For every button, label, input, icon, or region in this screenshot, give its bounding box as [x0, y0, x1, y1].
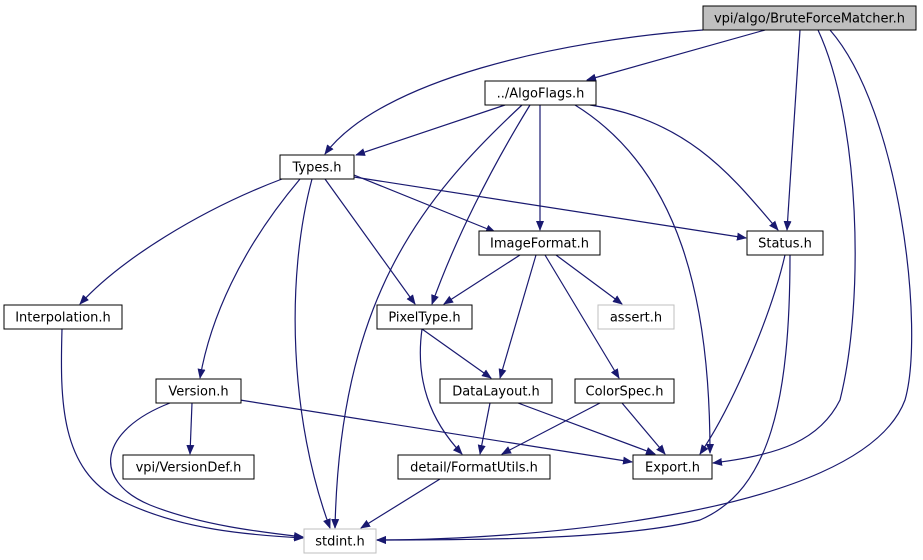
node-label-types: Types.h — [291, 161, 341, 176]
node-formatutils[interactable]: detail/FormatUtils.h — [397, 454, 551, 480]
edge-algoflags-pixeltype — [431, 104, 531, 305]
node-box-export — [632, 454, 713, 480]
edge-datalayout-export — [517, 402, 656, 455]
node-colorspec[interactable]: ColorSpec.h — [574, 378, 675, 404]
edge-types-pixeltype — [324, 178, 416, 305]
edge-imageformat-assert — [555, 254, 623, 305]
edge-version-versiondef — [186, 402, 195, 455]
edge-imageformat-pixeltype — [443, 254, 521, 305]
edge-imageformat-colorspec — [544, 254, 620, 379]
edge-pixeltype-datalayout — [421, 328, 492, 379]
node-algoflags[interactable]: ../AlgoFlags.h — [484, 80, 597, 106]
node-box-interpolation — [3, 304, 123, 330]
edge-imageformat-datalayout — [498, 254, 537, 379]
node-interpolation[interactable]: Interpolation.h — [3, 304, 123, 330]
edge-algoflags-stdint — [331, 104, 523, 529]
node-label-stdint: stdint.h — [315, 535, 364, 550]
edge-root-types — [324, 29, 704, 155]
edge-algoflags-export — [574, 104, 714, 454]
node-label-algoflags: ../AlgoFlags.h — [497, 87, 585, 102]
node-pixeltype[interactable]: PixelType.h — [376, 304, 473, 330]
edges-layer — [60, 29, 913, 544]
node-label-imageformat: ImageFormat.h — [490, 237, 589, 252]
edge-types-imageformat — [353, 174, 496, 233]
node-status[interactable]: Status.h — [746, 230, 824, 256]
edge-version-export — [239, 399, 633, 465]
node-imageformat[interactable]: ImageFormat.h — [478, 230, 601, 256]
node-assert: assert.h — [597, 304, 675, 330]
node-label-export: Export.h — [645, 461, 700, 476]
edge-pixeltype-formatutils — [419, 328, 463, 455]
edge-status-stdint — [376, 254, 791, 544]
edge-datalayout-formatutils — [477, 402, 491, 455]
node-box-imageformat — [478, 230, 601, 256]
edge-types-stdint — [294, 178, 331, 529]
nodes-layer: vpi/algo/BruteForceMatcher.h ../AlgoFlags… — [3, 5, 917, 554]
node-label-root: vpi/algo/BruteForceMatcher.h — [714, 12, 905, 27]
edge-root-algoflags — [586, 29, 766, 82]
node-box-version — [155, 378, 242, 404]
node-datalayout[interactable]: DataLayout.h — [439, 378, 553, 404]
edge-colorspec-export — [621, 402, 666, 455]
node-version[interactable]: Version.h — [155, 378, 242, 404]
edge-colorspec-formatutils — [501, 402, 601, 455]
node-box-stdint — [303, 528, 377, 554]
node-label-formatutils: detail/FormatUtils.h — [410, 461, 538, 476]
edge-root-export — [712, 29, 856, 466]
edge-types-status — [353, 176, 747, 241]
node-label-interpolation: Interpolation.h — [15, 311, 111, 326]
edge-algoflags-status — [589, 104, 779, 231]
edge-root-status — [783, 29, 801, 231]
node-box-formatutils — [397, 454, 551, 480]
node-label-pixeltype: PixelType.h — [388, 311, 460, 326]
edge-types-interpolation — [79, 178, 283, 305]
node-label-version: Version.h — [168, 385, 228, 400]
edge-algoflags-types — [355, 104, 506, 156]
node-box-root — [702, 5, 917, 31]
node-stdint: stdint.h — [303, 528, 377, 554]
node-box-datalayout — [439, 378, 553, 404]
node-box-versiondef — [122, 454, 255, 480]
edge-types-version — [197, 178, 301, 379]
node-box-assert — [597, 304, 675, 330]
node-box-algoflags — [484, 80, 597, 106]
node-box-types — [279, 154, 355, 180]
node-export[interactable]: Export.h — [632, 454, 713, 480]
edge-interpolation-stdint — [60, 328, 304, 542]
edge-formatutils-stdint — [360, 478, 441, 529]
node-root[interactable]: vpi/algo/BruteForceMatcher.h — [702, 5, 917, 31]
node-box-pixeltype — [376, 304, 473, 330]
node-versiondef[interactable]: vpi/VersionDef.h — [122, 454, 255, 480]
edge-root-stdint — [376, 29, 913, 544]
node-label-colorspec: ColorSpec.h — [586, 385, 664, 400]
node-label-versiondef: vpi/VersionDef.h — [136, 461, 242, 476]
edge-version-stdint — [110, 402, 304, 540]
node-label-assert: assert.h — [610, 311, 662, 326]
node-label-status: Status.h — [758, 237, 812, 252]
node-box-status — [746, 230, 824, 256]
node-label-datalayout: DataLayout.h — [452, 385, 540, 400]
node-types[interactable]: Types.h — [279, 154, 355, 180]
node-box-colorspec — [574, 378, 675, 404]
edge-status-export — [699, 254, 786, 455]
